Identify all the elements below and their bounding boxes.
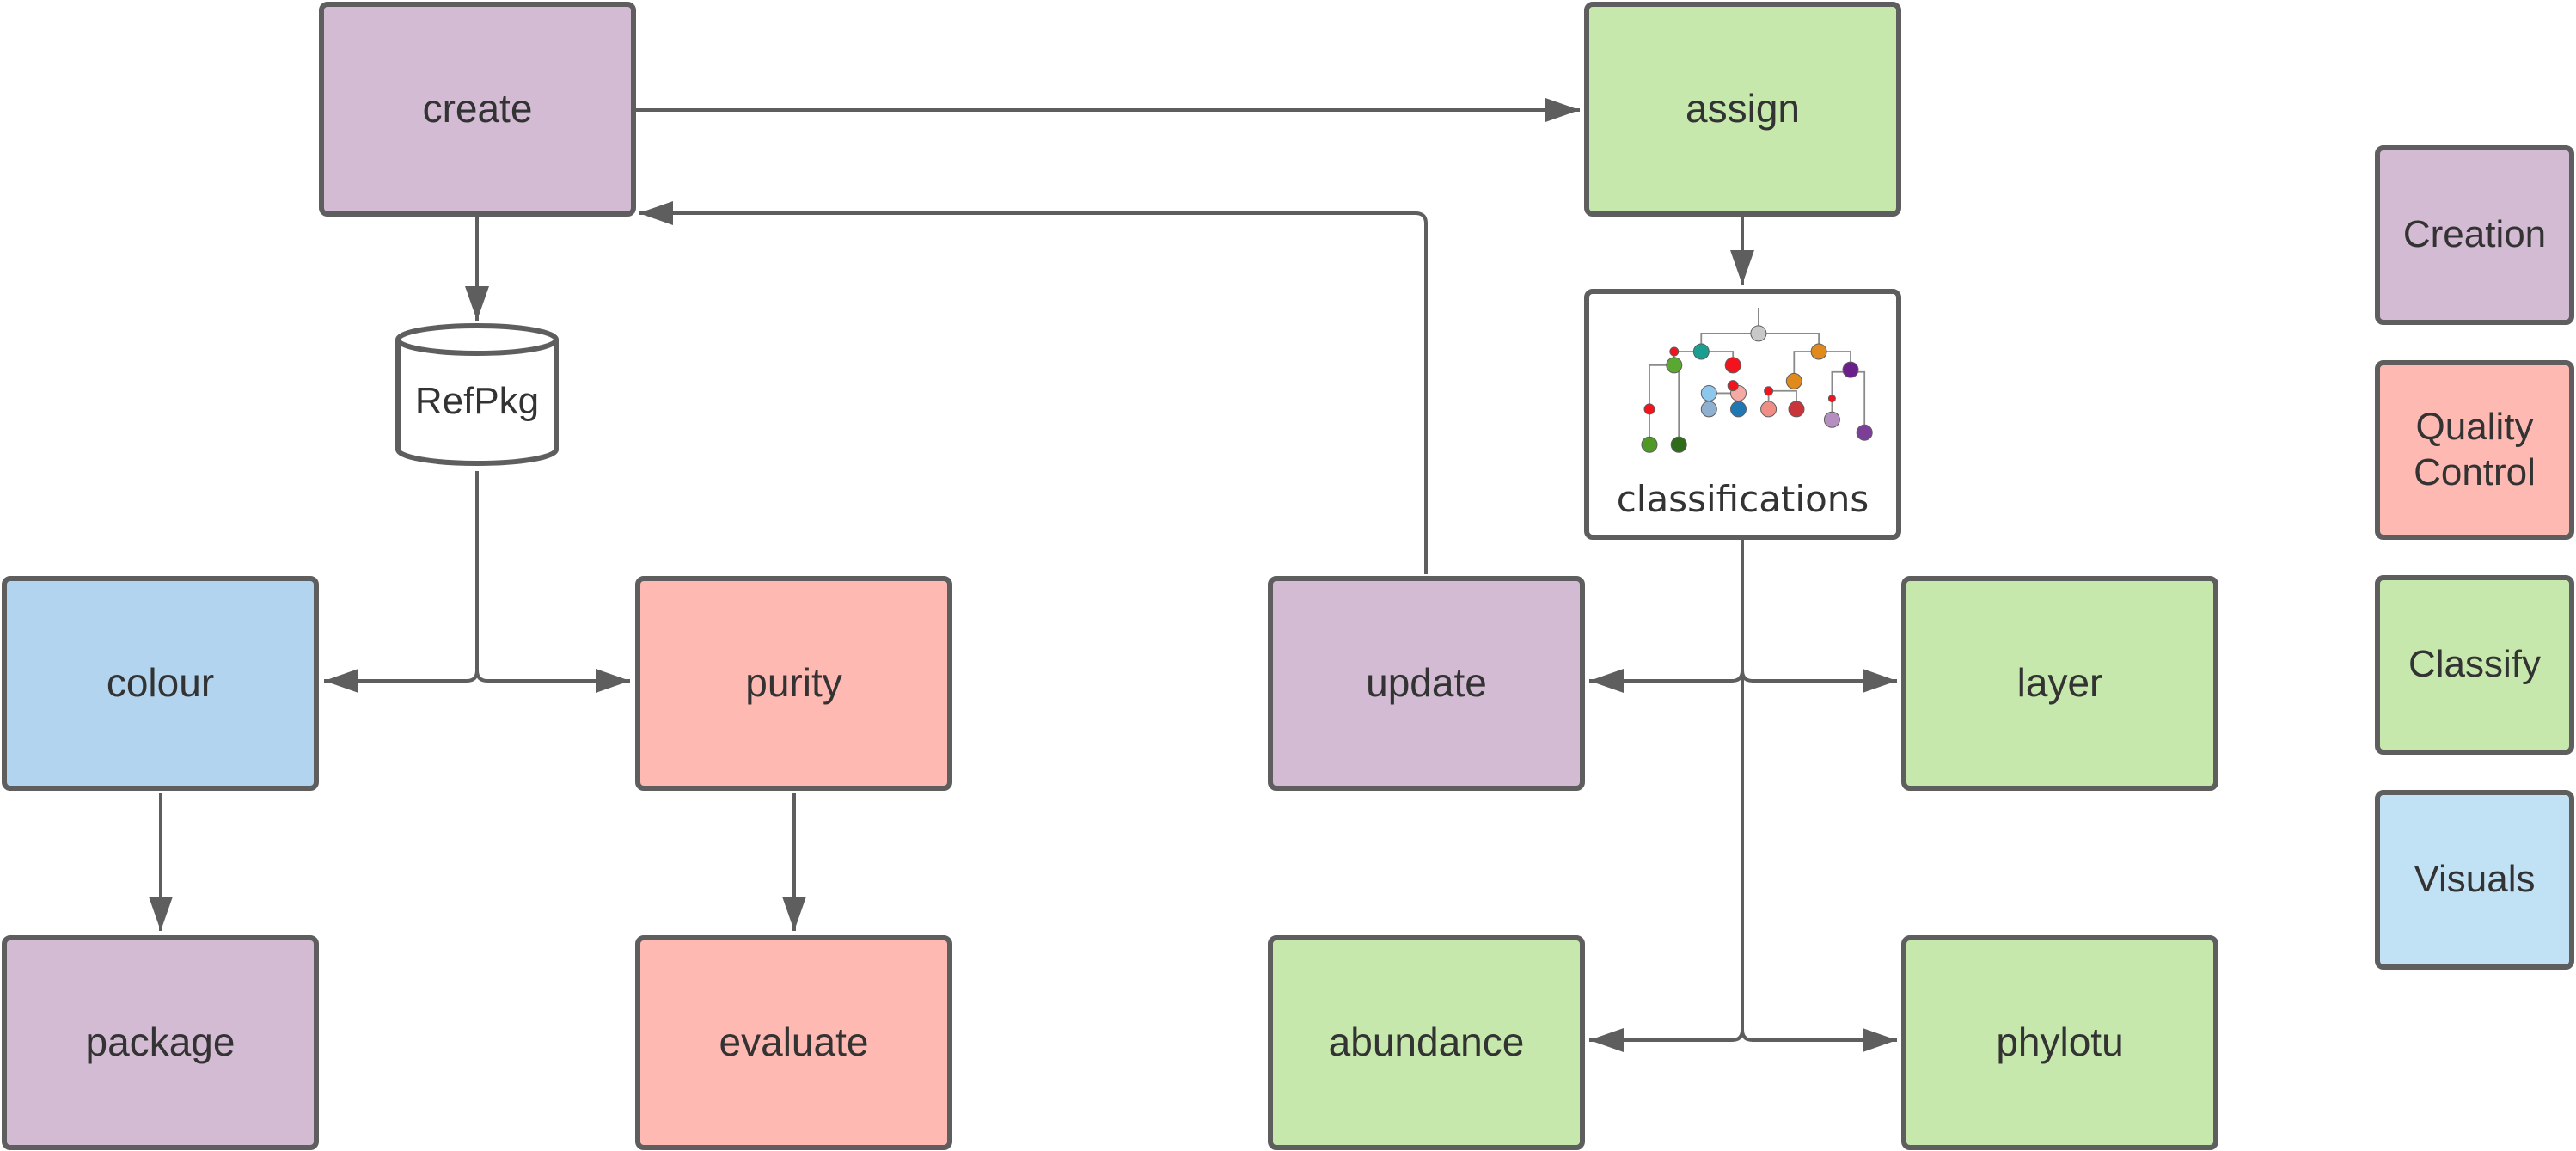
tree-node-dot <box>1785 372 1802 389</box>
update-label: update <box>1366 660 1487 706</box>
create-node: create <box>319 2 636 217</box>
layer-label: layer <box>2016 660 2103 706</box>
edge-classifications-layer <box>1741 669 1897 693</box>
legend-visuals-label: Visuals <box>2414 858 2536 901</box>
phylotu-label: phylotu <box>1996 1019 2124 1065</box>
tree-node-dot <box>1856 424 1873 441</box>
package-label: package <box>85 1019 236 1065</box>
legend-classify-label: Classify <box>2408 643 2542 686</box>
update-node: update <box>1268 576 1585 791</box>
legend-quality-control-label: Quality Control <box>2414 405 2536 493</box>
tree-node-dot <box>1700 384 1717 401</box>
classifications-label: classifications <box>1616 478 1869 520</box>
create-label: create <box>422 86 533 132</box>
purity-node: purity <box>635 576 952 791</box>
tree-node-dot <box>1729 401 1747 418</box>
tree-node-dot <box>1643 403 1655 415</box>
tree-node-dot <box>1763 386 1773 396</box>
tree-node-dot <box>1692 343 1710 360</box>
legend-classify: Classify <box>2375 575 2574 755</box>
package-node: package <box>2 935 319 1150</box>
legend-visuals: Visuals <box>2375 790 2574 970</box>
tree-node-dot <box>1788 401 1804 418</box>
tree-node-dot <box>1827 395 1836 403</box>
phylotu-node: phylotu <box>1901 935 2218 1150</box>
tree-node-dot <box>1810 343 1827 360</box>
layer-node: layer <box>1901 576 2218 791</box>
edge-classifications-abundance <box>1589 1028 1744 1052</box>
abundance-label: abundance <box>1328 1019 1525 1065</box>
tree-node-dot <box>1668 346 1679 357</box>
refpkg-cylinder-icon <box>395 323 559 466</box>
tree-node-dot <box>1842 361 1858 378</box>
tree-node-dot <box>1823 411 1840 428</box>
evaluate-label: evaluate <box>719 1019 869 1065</box>
edge-classifications-update <box>1589 669 1744 693</box>
colour-label: colour <box>106 660 215 706</box>
tree-node-dot <box>1727 380 1739 392</box>
legend-creation-label: Creation <box>2402 213 2547 256</box>
colour-node: colour <box>2 576 319 791</box>
tree-node-dot <box>1670 436 1687 453</box>
refpkg-label: RefPkg <box>414 380 540 422</box>
tree-node-dot <box>1724 357 1741 374</box>
edge-refpkg-purity <box>475 669 630 693</box>
edge-refpkg-colour <box>324 471 479 693</box>
phylogenetic-tree-icon <box>1641 308 1873 453</box>
edge-update-create <box>639 201 1428 574</box>
edge-classifications-phylotu <box>1741 1028 1897 1052</box>
tree-node-dot <box>1759 401 1777 418</box>
abundance-node: abundance <box>1268 935 1585 1150</box>
assign-label: assign <box>1686 86 1800 132</box>
tree-node-dot <box>1700 401 1717 418</box>
tree-node-dot <box>1641 436 1657 453</box>
classifications-node: classifications <box>1584 289 1901 540</box>
legend-quality-control: Quality Control <box>2375 360 2574 540</box>
tree-node-dot <box>1665 357 1682 374</box>
legend-creation: Creation <box>2375 145 2574 325</box>
assign-node: assign <box>1584 2 1901 217</box>
evaluate-node: evaluate <box>635 935 952 1150</box>
purity-label: purity <box>745 660 842 706</box>
tree-node-dot <box>1749 325 1766 342</box>
